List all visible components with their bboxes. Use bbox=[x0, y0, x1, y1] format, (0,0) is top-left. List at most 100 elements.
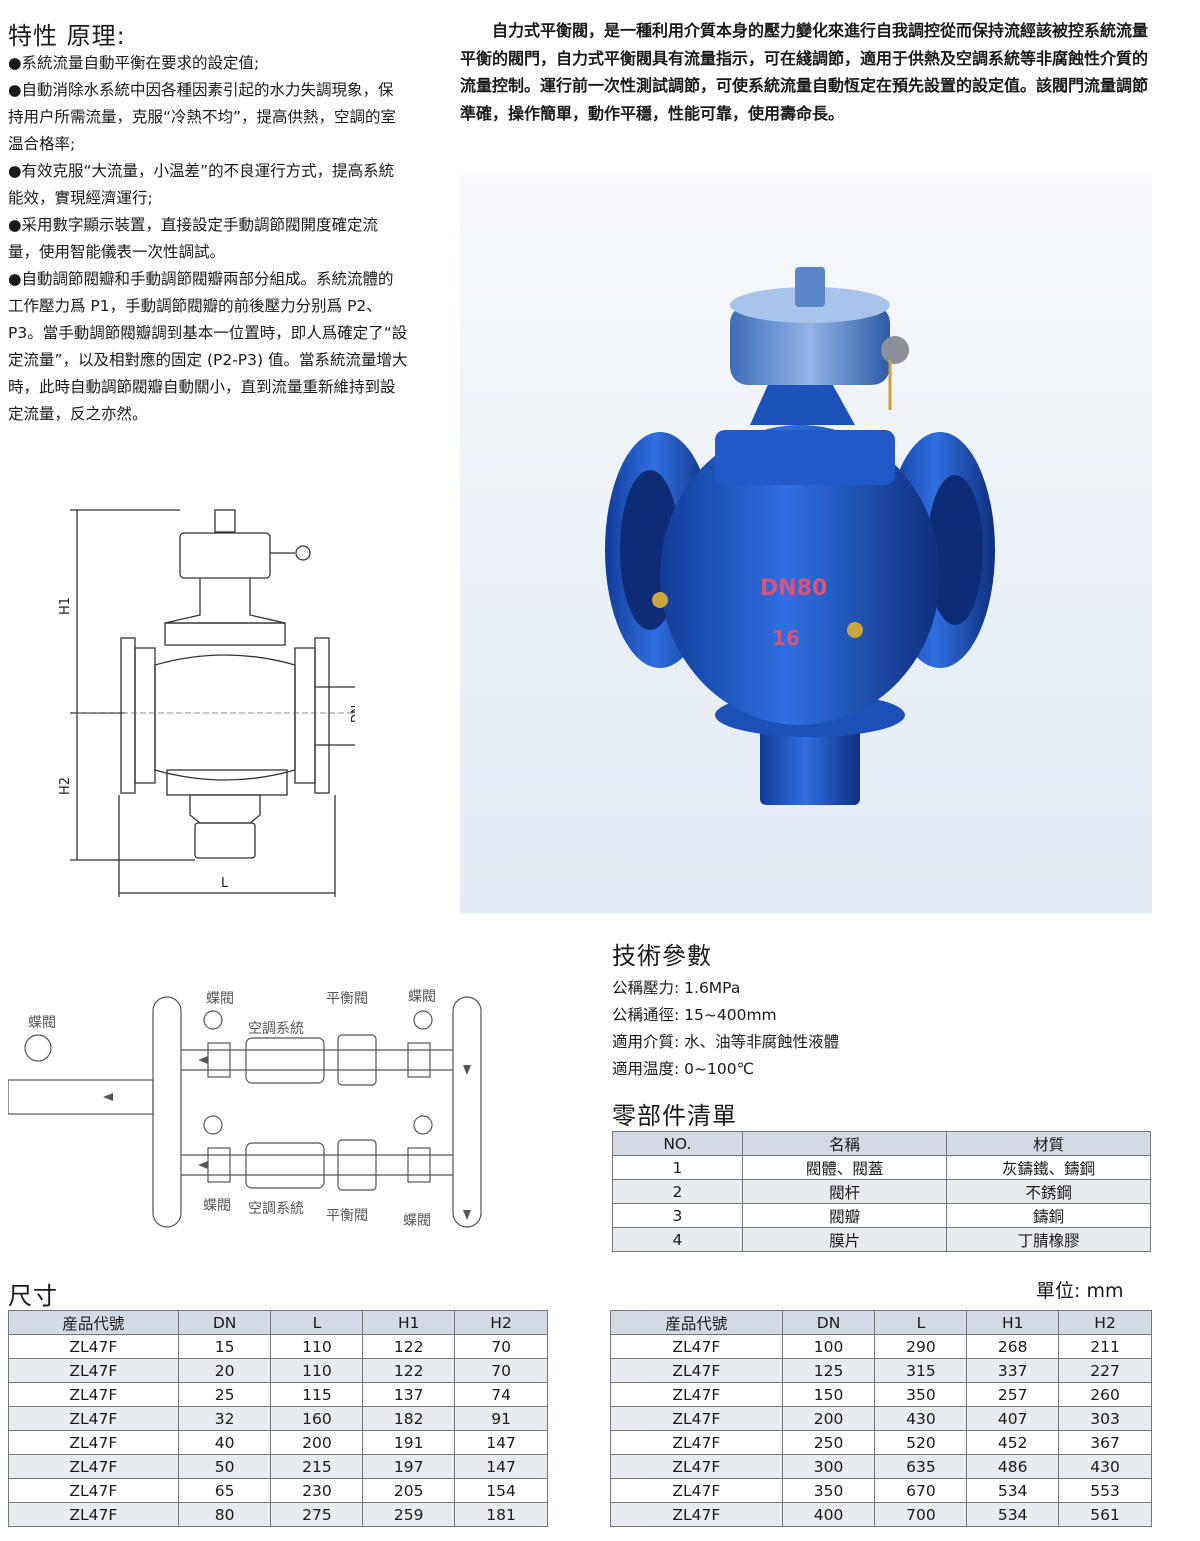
valve-marking-dn: DN80 bbox=[760, 576, 827, 601]
l-label: L bbox=[221, 876, 229, 891]
col-header: H1 bbox=[966, 1310, 1060, 1335]
dimension-drawing: H1 H2 DN L bbox=[58, 509, 355, 897]
feature-item: ●系統流量自動平衡在要求的設定值; bbox=[8, 54, 260, 72]
cell: 2 bbox=[612, 1179, 743, 1204]
h2-label: H2 bbox=[58, 777, 73, 795]
cell: 15 bbox=[177, 1334, 272, 1359]
cell: 430 bbox=[874, 1406, 968, 1431]
butterfly-valve-label: 蝶閥 bbox=[408, 989, 436, 1005]
cell: 125 bbox=[781, 1358, 876, 1383]
unit-label: 單位: mm bbox=[1036, 1280, 1124, 1302]
tech-title: 技術參數 bbox=[612, 942, 712, 970]
cell: ZL47F bbox=[610, 1478, 783, 1503]
cell: 4 bbox=[612, 1227, 743, 1252]
cell: 70 bbox=[454, 1358, 548, 1383]
cell: 520 bbox=[874, 1430, 968, 1455]
col-header: DN bbox=[177, 1310, 272, 1335]
cell: 275 bbox=[270, 1502, 364, 1527]
cell: 閥體、閥蓋 bbox=[741, 1155, 948, 1180]
balance-valve-illustration: DN80 16 bbox=[605, 267, 995, 805]
cell: 40 bbox=[177, 1430, 272, 1455]
cell: 303 bbox=[1058, 1406, 1152, 1431]
cell: 268 bbox=[966, 1334, 1060, 1359]
cell: 20 bbox=[177, 1358, 272, 1383]
col-header: H2 bbox=[454, 1310, 548, 1335]
table-header-row: 産品代號 DN L H1 H2 bbox=[610, 1310, 1152, 1335]
cell: 534 bbox=[966, 1502, 1060, 1527]
cell: 553 bbox=[1058, 1478, 1152, 1503]
cell: 丁腈橡膠 bbox=[946, 1227, 1151, 1252]
cell: 181 bbox=[454, 1502, 548, 1527]
cell: 182 bbox=[362, 1406, 456, 1431]
butterfly-valve-label: 蝶閥 bbox=[206, 991, 234, 1007]
cell: 147 bbox=[454, 1454, 548, 1479]
ac-system-label: 空調系統 bbox=[248, 1201, 304, 1217]
cell: 191 bbox=[362, 1430, 456, 1455]
cell: 257 bbox=[966, 1382, 1060, 1407]
cell: 137 bbox=[362, 1382, 456, 1407]
cell: 197 bbox=[362, 1454, 456, 1479]
cell: 154 bbox=[454, 1478, 548, 1503]
cell: 200 bbox=[781, 1406, 876, 1431]
cell: ZL47F bbox=[610, 1430, 783, 1455]
system-diagram: 蝶閥 蝶閥 平衡閥 蝶閥 空調系統 蝶閥 空調系統 平衡閥 蝶閥 bbox=[8, 989, 482, 1229]
cell: ZL47F bbox=[8, 1334, 179, 1359]
cell: 400 bbox=[781, 1502, 876, 1527]
parts-title: 零部件清單 bbox=[612, 1102, 737, 1130]
balance-valve-label: 平衡閥 bbox=[326, 991, 368, 1007]
cell: ZL47F bbox=[8, 1430, 179, 1455]
table-header-row: 産品代號 DN L H1 H2 bbox=[8, 1310, 548, 1335]
cell: 115 bbox=[270, 1382, 364, 1407]
cell: 367 bbox=[1058, 1430, 1152, 1455]
cell: 122 bbox=[362, 1358, 456, 1383]
tech-row: 適用介質: 水、油等非腐蝕性液體 bbox=[612, 1033, 840, 1051]
tech-row: 公稱通徑: 15~400mm bbox=[612, 1006, 777, 1024]
cell: 205 bbox=[362, 1478, 456, 1503]
cell: 350 bbox=[781, 1478, 876, 1503]
col-header: H1 bbox=[362, 1310, 456, 1335]
cell: 100 bbox=[781, 1334, 876, 1359]
col-header: 材質 bbox=[946, 1131, 1151, 1156]
cell: 300 bbox=[781, 1454, 876, 1479]
cell: ZL47F bbox=[610, 1454, 783, 1479]
cell: 230 bbox=[270, 1478, 364, 1503]
cell: 227 bbox=[1058, 1358, 1152, 1383]
cell: 25 bbox=[177, 1382, 272, 1407]
butterfly-valve-label: 蝶閥 bbox=[203, 1198, 231, 1214]
tech-params: 技術參數 公稱壓力: 1.6MPa 公稱通徑: 15~400mm 適用介質: 水… bbox=[612, 936, 1152, 1083]
cell: ZL47F bbox=[8, 1502, 179, 1527]
butterfly-valve-label: 蝶閥 bbox=[403, 1213, 431, 1229]
col-header: 産品代號 bbox=[610, 1310, 783, 1335]
col-header: DN bbox=[781, 1310, 876, 1335]
cell: 122 bbox=[362, 1334, 456, 1359]
cell: 鑄銅 bbox=[946, 1203, 1151, 1228]
cell: 290 bbox=[874, 1334, 968, 1359]
cell: 110 bbox=[270, 1358, 364, 1383]
cell: ZL47F bbox=[610, 1382, 783, 1407]
cell: ZL47F bbox=[8, 1358, 179, 1383]
cell: ZL47F bbox=[610, 1334, 783, 1359]
intro-paragraph: 自力式平衡閥，是一種利用介質本身的壓力變化來進行自我調控從而保持流經該被控系統流… bbox=[460, 21, 1149, 123]
cell: 407 bbox=[966, 1406, 1060, 1431]
cell: 91 bbox=[454, 1406, 548, 1431]
cell: ZL47F bbox=[610, 1406, 783, 1431]
cell: 200 bbox=[270, 1430, 364, 1455]
cell: 350 bbox=[874, 1382, 968, 1407]
cell: 灰鑄鐵、鑄鋼 bbox=[946, 1155, 1151, 1180]
valve-marking-pressure: 16 bbox=[772, 626, 800, 650]
cell: ZL47F bbox=[8, 1478, 179, 1503]
